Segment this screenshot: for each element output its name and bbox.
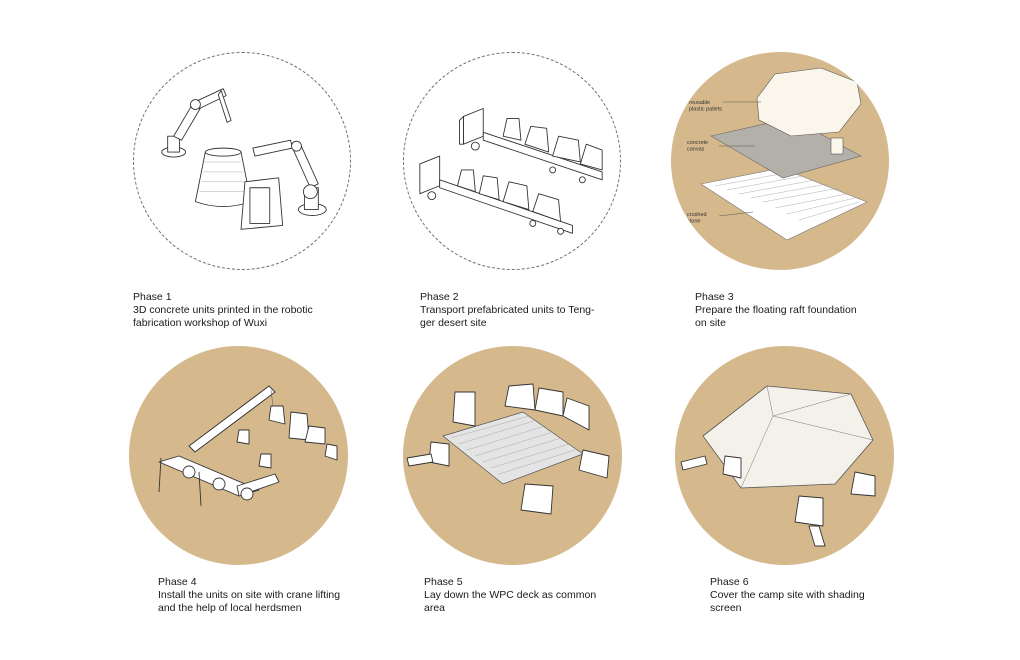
- phase-description: Lay down the WPC deck as common area: [424, 589, 597, 614]
- phase-5-illustration: [403, 346, 622, 565]
- crane-lifting-icon: [158, 385, 338, 507]
- phase-title: Phase 4: [158, 576, 197, 588]
- phase-1-illustration: [133, 52, 351, 270]
- phase-1-caption: Phase 1 3D concrete units printed in the…: [133, 291, 373, 330]
- phase-description: 3D concrete units printed in the robotic…: [133, 304, 313, 329]
- phase-title: Phase 6: [710, 576, 749, 588]
- phase-4-caption: Phase 4 Install the units on site with c…: [158, 576, 398, 615]
- wpc-deck-icon: [406, 383, 610, 515]
- robotic-arms-printing-icon: [161, 88, 327, 230]
- phase-6-illustration: [675, 346, 894, 565]
- phase-6-caption: Phase 6 Cover the camp site with shading…: [710, 576, 930, 615]
- phase-5-caption: Phase 5 Lay down the WPC deck as common …: [424, 576, 644, 615]
- phase-description: Cover the camp site with shading screen: [710, 589, 865, 614]
- truck-transport-icon: [419, 108, 603, 235]
- phase-title: Phase 5: [424, 576, 463, 588]
- phase-4-illustration: [129, 346, 348, 565]
- phase-description: Install the units on site with crane lif…: [158, 589, 341, 614]
- phase-3-caption: Phase 3 Prepare the floating raft founda…: [695, 291, 915, 330]
- phase-title: Phase 2: [420, 291, 459, 303]
- phase-description: Transport prefabricated units to Teng- g…: [420, 304, 595, 329]
- phase-description: Prepare the floating raft foundation on …: [695, 304, 857, 329]
- phase-title: Phase 1: [133, 291, 172, 303]
- shading-screen-icon: [680, 385, 876, 547]
- phase-title: Phase 3: [695, 291, 734, 303]
- phase-2-illustration: [403, 52, 621, 270]
- phase-2-caption: Phase 2 Transport prefabricated units to…: [420, 291, 640, 330]
